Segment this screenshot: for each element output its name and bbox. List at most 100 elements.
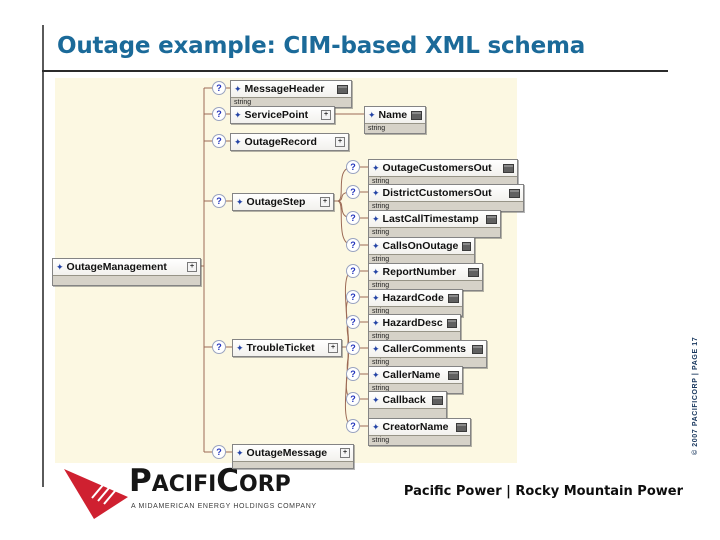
schema-node-callback: ✦ Callback bbox=[368, 391, 447, 419]
schema-node-hazard-code: ✦ HazardCode string bbox=[368, 289, 463, 317]
optional-question-icon: ? bbox=[212, 340, 226, 354]
attributes-icon bbox=[462, 241, 471, 251]
node-type-row: string bbox=[369, 176, 517, 186]
element-diamond-icon: ✦ bbox=[234, 137, 242, 147]
schema-node-caller-comments: ✦ CallerComments string bbox=[368, 340, 487, 368]
attributes-icon bbox=[468, 267, 479, 277]
element-diamond-icon: ✦ bbox=[372, 370, 380, 380]
optional-question-icon: ? bbox=[346, 238, 360, 252]
expand-icon: + bbox=[335, 137, 345, 147]
optional-question-icon: ? bbox=[346, 264, 360, 278]
expand-icon: + bbox=[328, 343, 338, 353]
node-type-row: string bbox=[369, 227, 500, 237]
optional-question-icon: ? bbox=[346, 392, 360, 406]
element-diamond-icon: ✦ bbox=[236, 448, 244, 458]
optional-question-icon: ? bbox=[346, 419, 360, 433]
element-diamond-icon: ✦ bbox=[56, 262, 64, 272]
optional-question-icon: ? bbox=[212, 107, 226, 121]
node-type-row bbox=[233, 461, 353, 468]
node-label: Callback bbox=[382, 394, 426, 406]
expand-icon: + bbox=[321, 110, 331, 120]
schema-node-outage-message: ✦ OutageMessage + bbox=[232, 444, 354, 469]
attributes-icon bbox=[446, 318, 457, 328]
node-title: ✦ CallerComments bbox=[369, 341, 486, 357]
schema-node-outage-customers-out: ✦ OutageCustomersOut string bbox=[368, 159, 518, 187]
node-title: ✦ OutageMessage + bbox=[233, 445, 353, 461]
node-title: ✦ TroubleTicket + bbox=[233, 340, 341, 356]
node-label: CallsOnOutage bbox=[382, 240, 459, 252]
schema-node-caller-name: ✦ CallerName string bbox=[368, 366, 463, 394]
node-label: Name bbox=[378, 109, 408, 121]
node-type-row bbox=[369, 408, 446, 418]
node-title: ✦ LastCallTimestamp bbox=[369, 211, 500, 227]
schema-node-service-point: ✦ ServicePoint + bbox=[230, 106, 335, 124]
attributes-icon bbox=[503, 163, 514, 173]
node-title: ✦ CreatorName bbox=[369, 419, 470, 435]
expand-icon: + bbox=[340, 448, 350, 458]
element-diamond-icon: ✦ bbox=[234, 84, 242, 94]
node-label: ServicePoint bbox=[244, 109, 309, 121]
node-label: MessageHeader bbox=[244, 83, 325, 95]
node-type-row: string bbox=[369, 306, 462, 316]
attributes-icon bbox=[432, 395, 443, 405]
element-diamond-icon: ✦ bbox=[368, 110, 376, 120]
node-title: ✦ ServicePoint + bbox=[231, 107, 334, 123]
node-label: OutageManagement bbox=[66, 261, 167, 273]
node-label: DistrictCustomersOut bbox=[382, 187, 492, 199]
node-type-row: string bbox=[369, 280, 482, 290]
element-diamond-icon: ✦ bbox=[372, 241, 380, 251]
element-diamond-icon: ✦ bbox=[372, 395, 380, 405]
expand-icon: + bbox=[320, 197, 330, 207]
schema-node-last-call-timestamp: ✦ LastCallTimestamp string bbox=[368, 210, 501, 238]
element-diamond-icon: ✦ bbox=[372, 267, 380, 277]
node-label: OutageRecord bbox=[244, 136, 317, 148]
node-type-row bbox=[53, 275, 200, 285]
schema-node-trouble-ticket: ✦ TroubleTicket + bbox=[232, 339, 342, 357]
schema-node-calls-on-outage: ✦ CallsOnOutage string bbox=[368, 237, 475, 265]
attributes-icon bbox=[472, 344, 483, 354]
schema-node-district-customers-out: ✦ DistrictCustomersOut string bbox=[368, 184, 524, 212]
schema-node-outage-step: ✦ OutageStep + bbox=[232, 193, 334, 211]
schema-node-creator-name: ✦ CreatorName string bbox=[368, 418, 471, 446]
schema-node-outage-record: ✦ OutageRecord + bbox=[230, 133, 349, 151]
node-title: ✦ OutageCustomersOut bbox=[369, 160, 517, 176]
node-title: ✦ MessageHeader bbox=[231, 81, 351, 97]
schema-node-name: ✦ Name string bbox=[364, 106, 426, 134]
node-title: ✦ Callback bbox=[369, 392, 446, 408]
element-diamond-icon: ✦ bbox=[372, 293, 380, 303]
optional-question-icon: ? bbox=[212, 445, 226, 459]
schema-node-outage-management: ✦ OutageManagement + bbox=[52, 258, 201, 286]
node-title: ✦ OutageStep + bbox=[233, 194, 333, 210]
optional-question-icon: ? bbox=[212, 81, 226, 95]
optional-question-icon: ? bbox=[346, 185, 360, 199]
attributes-icon bbox=[448, 293, 459, 303]
node-title: ✦ DistrictCustomersOut bbox=[369, 185, 523, 201]
title-divider bbox=[42, 70, 668, 72]
node-label: OutageStep bbox=[246, 196, 306, 208]
node-type-row: string bbox=[369, 435, 470, 445]
optional-question-icon: ? bbox=[346, 211, 360, 225]
node-label: LastCallTimestamp bbox=[382, 213, 479, 225]
node-title: ✦ OutageRecord + bbox=[231, 134, 348, 150]
attributes-icon bbox=[337, 84, 348, 94]
optional-question-icon: ? bbox=[346, 341, 360, 355]
node-label: TroubleTicket bbox=[246, 342, 315, 354]
node-label: HazardDesc bbox=[382, 317, 443, 329]
attributes-icon bbox=[509, 188, 520, 198]
logo-tagline: A MIDAMERICAN ENERGY HOLDINGS COMPANY bbox=[131, 503, 317, 510]
node-title: ✦ HazardDesc bbox=[369, 315, 460, 331]
node-label: OutageCustomersOut bbox=[382, 162, 492, 174]
slide-title: Outage example: CIM-based XML schema bbox=[57, 33, 586, 59]
schema-node-hazard-desc: ✦ HazardDesc string bbox=[368, 314, 461, 342]
node-title: ✦ ReportNumber bbox=[369, 264, 482, 280]
node-label: HazardCode bbox=[382, 292, 444, 304]
element-diamond-icon: ✦ bbox=[372, 163, 380, 173]
schema-node-report-number: ✦ ReportNumber string bbox=[368, 263, 483, 291]
footer-brands: Pacific Power | Rocky Mountain Power bbox=[403, 484, 683, 499]
node-type-row: string bbox=[369, 383, 462, 393]
node-type-row: string bbox=[369, 254, 474, 264]
node-title: ✦ OutageManagement + bbox=[53, 259, 200, 275]
attributes-icon bbox=[448, 370, 459, 380]
pacificorp-wordmark: PacifiCorp bbox=[129, 463, 291, 499]
